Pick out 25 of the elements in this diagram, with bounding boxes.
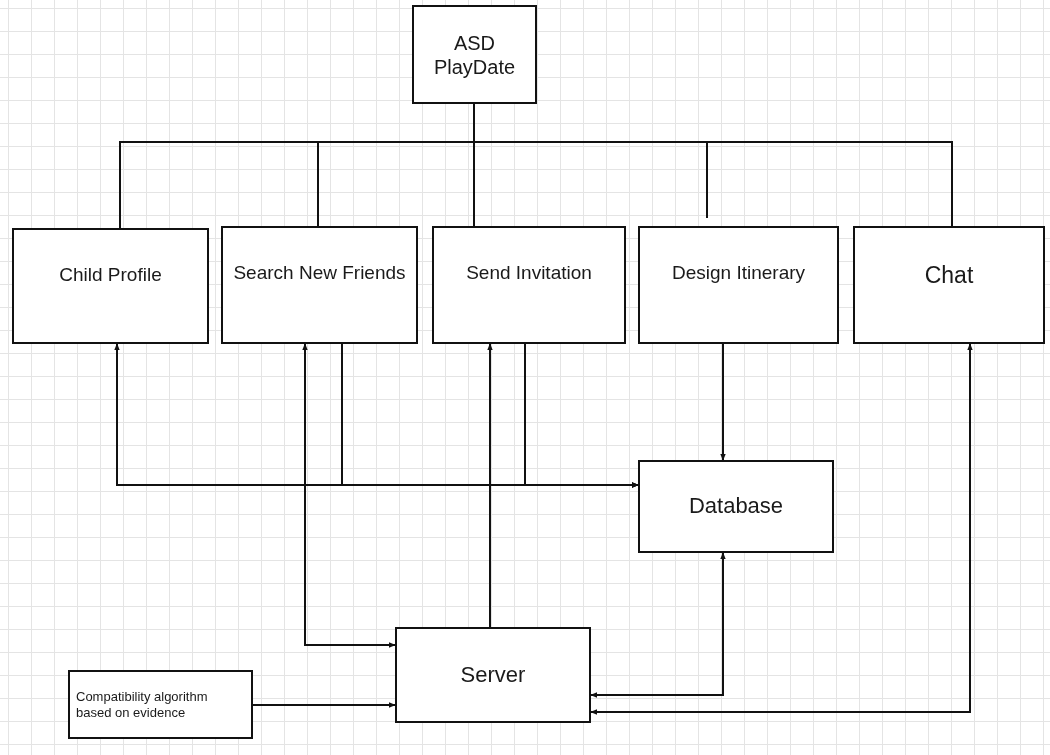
process-box — [395, 627, 591, 723]
arrow — [302, 343, 396, 648]
process-box — [638, 460, 834, 553]
process-box — [432, 226, 626, 344]
box-label: Send Invitation — [466, 262, 592, 285]
box-label: Server — [460, 661, 526, 689]
box-label: ASD PlayDate — [432, 30, 517, 79]
process-box — [638, 226, 839, 344]
box-label: Search New Friends — [233, 262, 406, 285]
arrow — [524, 343, 639, 488]
arrow — [720, 343, 726, 461]
arrow — [252, 702, 396, 708]
arrow — [487, 343, 493, 628]
box-label: Chat — [924, 262, 974, 290]
box-label: Database — [688, 493, 784, 520]
arrow — [590, 343, 973, 715]
box-label: Child Profile — [59, 264, 162, 287]
arrow — [590, 552, 726, 698]
process-box — [68, 670, 253, 739]
box-label: Design Itinerary — [671, 262, 806, 285]
process-box — [221, 226, 418, 344]
box-label: Compatibility algorithm based on evidence — [76, 688, 209, 721]
process-box — [412, 5, 537, 104]
process-box — [853, 226, 1045, 344]
process-box — [12, 228, 209, 344]
